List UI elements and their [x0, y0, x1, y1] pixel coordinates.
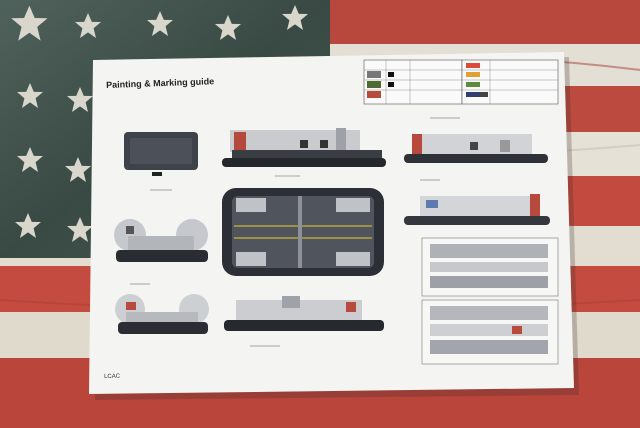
detail-panel-bottom [421, 299, 559, 365]
side-view-3 [404, 194, 550, 225]
color-chart [363, 59, 559, 105]
callout-lines [130, 117, 460, 347]
side-view-2 [404, 134, 548, 163]
front-view-2 [115, 294, 209, 334]
front-view-1 [114, 219, 208, 262]
side-view-4 [224, 296, 384, 331]
instruction-sheet [89, 52, 579, 400]
plan-view-small [124, 132, 198, 176]
deck-plan [222, 188, 384, 276]
detail-panel-top [421, 237, 559, 297]
sheet-footer: LCAC [104, 373, 121, 380]
side-view-1 [222, 128, 386, 167]
